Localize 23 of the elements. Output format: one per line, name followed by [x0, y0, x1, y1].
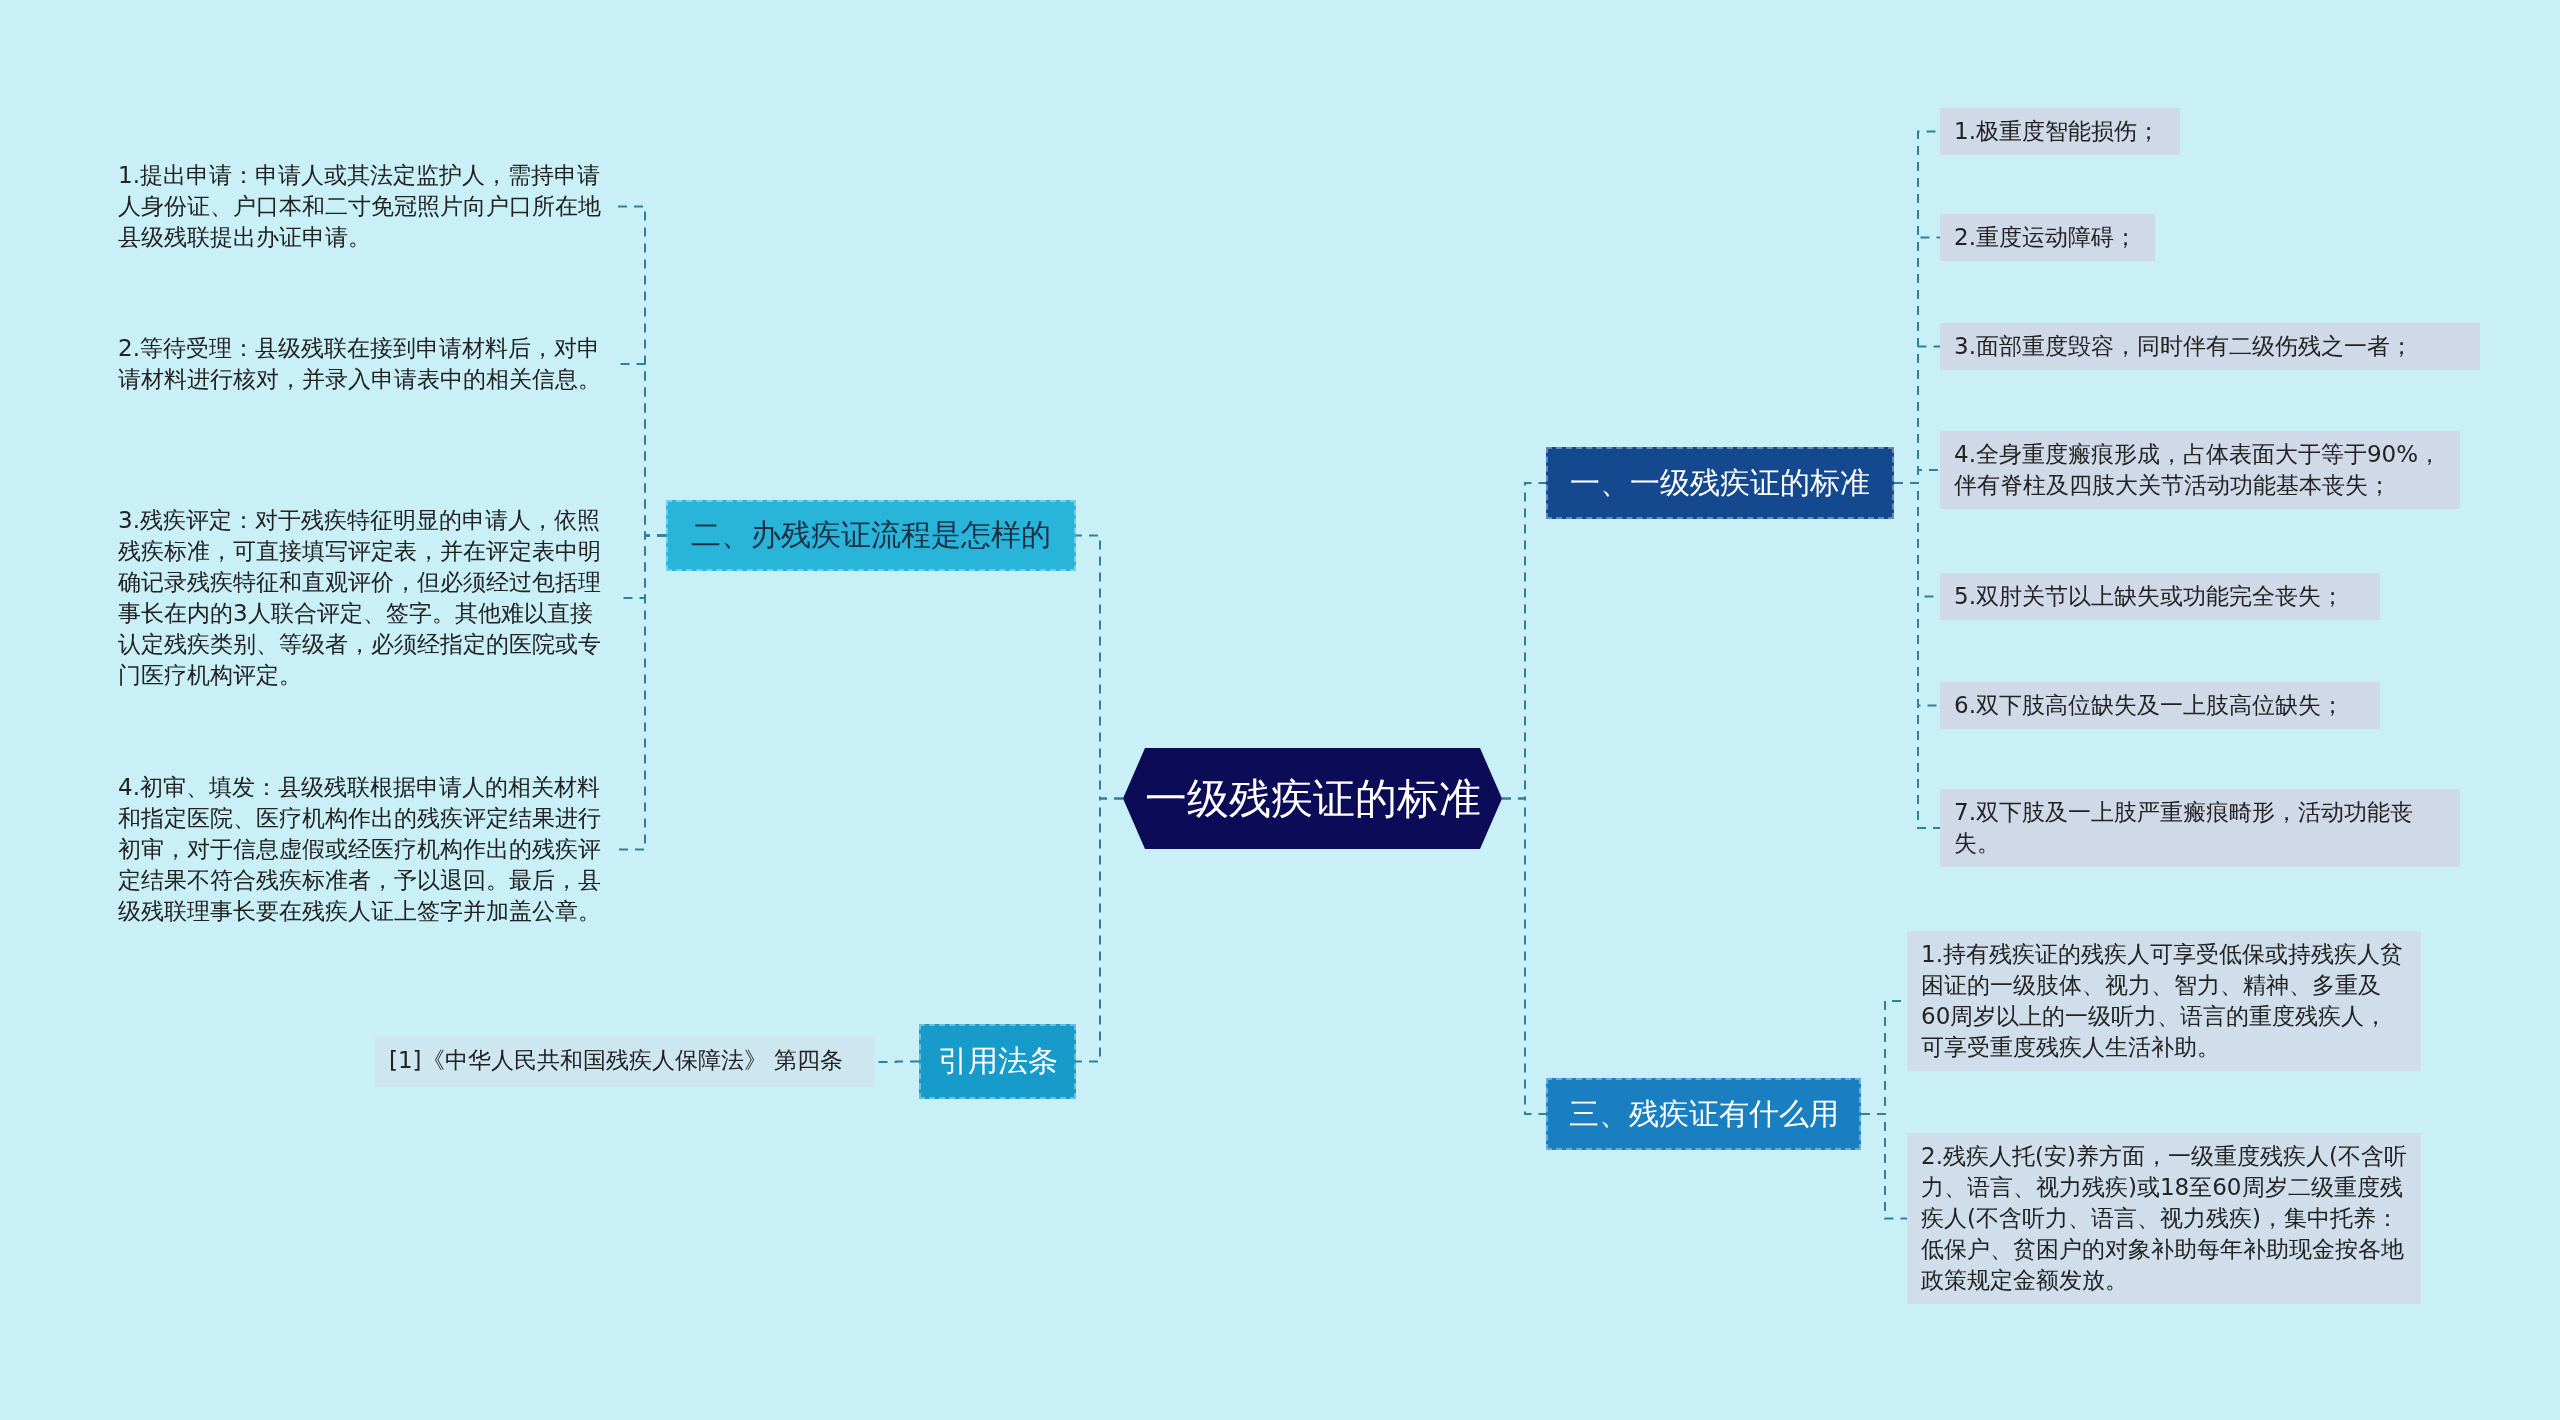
- item-box: 5.双肘关节以上缺失或功能完全丧失；: [1940, 573, 2380, 620]
- item-box: 3.面部重度毁容，同时伴有二级伤残之一者；: [1940, 323, 2480, 370]
- step-text: 2.等待受理：县级残联在接到申请材料后，对申请材料进行核对，并录入申请表中的相关信息。: [112, 333, 618, 395]
- topic-box: 三、残疾证有什么用: [1546, 1078, 1861, 1150]
- citation-box: [1]《中华人民共和国残疾人保障法》 第四条: [375, 1037, 874, 1087]
- item-box: 1.持有残疾证的残疾人可享受低保或持残疾人贫困证的一级肢体、视力、智力、精神、多重及60周岁以上的一级听力、语言的重度残疾人，可享受重度残疾人生活补助。: [1907, 931, 2421, 1071]
- item-box: 2.重度运动障碍；: [1940, 214, 2155, 261]
- item-box: 2.残疾人托(安)养方面，一级重度残疾人(不含听力、语言、视力残疾)或18至60周岁二级重度残疾人(不含听力、语言、视力残疾)，集中托养：低保户、贫困户的对象补助每年补助现金按各地政策规定金额发放。: [1907, 1133, 2421, 1304]
- item-box: 6.双下肢高位缺失及一上肢高位缺失；: [1940, 682, 2380, 729]
- connector-line: [1075, 797, 1124, 1063]
- connector-line: [1860, 1113, 1908, 1220]
- step-text: 4.初审、填发：县级残联根据申请人的相关材料和指定医院、医疗机构作出的残疾评定结果进行初审，对于信息虚假或经医疗机构作出的残疾评定结果不符合残疾标准者，予以退回。最后，县级残联理事长要在残疾人证上签字并加盖公章。: [112, 772, 618, 927]
- central-topic-hexagon: 一级残疾证的标准: [1123, 748, 1502, 849]
- connector-line: [1501, 797, 1547, 1115]
- connector-line: [617, 534, 667, 851]
- step-text: 3.残疾评定：对于残疾特征明显的申请人，依照残疾标准，可直接填写评定表，并在评定表中明确记录残疾特征和直观评价，但必须经过包括理事长在内的3人联合评定、签字。其他难以直接认定残疾类别、等级者，必须经指定的医院或专门医疗机构评定。: [112, 505, 618, 691]
- topic-box: 引用法条: [919, 1024, 1076, 1099]
- step-text: 1.提出申请：申请人或其法定监护人，需持申请人身份证、户口本和二寸免冠照片向户口所在地县级残联提出办证申请。: [112, 160, 618, 253]
- topic-box: 一、一级残疾证的标准: [1546, 447, 1894, 519]
- topic-box: 二、办残疾证流程是怎样的: [666, 500, 1076, 571]
- item-box: 1.极重度智能损伤；: [1940, 108, 2180, 155]
- item-box: 7.双下肢及一上肢严重瘢痕畸形，活动功能丧失。: [1940, 789, 2460, 867]
- item-box: 4.全身重度瘢痕形成，占体表面大于等于90%，伴有脊柱及四肢大关节活动功能基本丧失；: [1940, 431, 2460, 509]
